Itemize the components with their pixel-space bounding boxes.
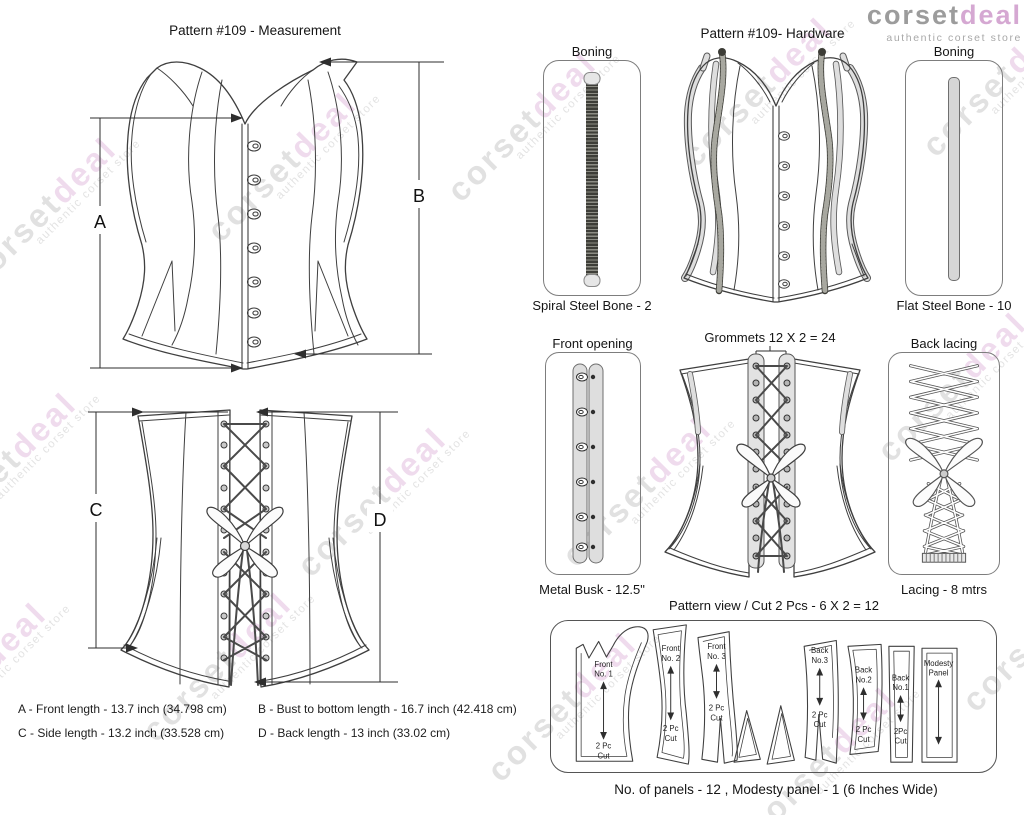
brand-logo: corsetdeal authentic corset store — [830, 0, 1022, 51]
piece-cut: Cut — [895, 737, 908, 746]
flat-bone-bands — [681, 52, 871, 282]
piece-cut: Cut — [665, 734, 678, 743]
label-b: B — [413, 186, 425, 206]
watermark-text-pink: deal — [0, 594, 54, 676]
pattern-pieces-box: Front No. 1 2 Pc Cut Front No. 2 2 Pc Cu… — [550, 620, 997, 773]
hardware-corset-outline — [683, 57, 869, 303]
metal-busk-drawing — [572, 363, 604, 564]
label-a: A — [94, 212, 106, 232]
pattern-view-title: Pattern view / Cut 2 Pcs - 6 X 2 = 12 — [669, 598, 879, 613]
piece-label: Modesty — [924, 659, 954, 668]
brand-name-pink: deal — [959, 0, 1022, 30]
flat-steel-bone — [948, 77, 960, 281]
spiral-bones — [710, 48, 834, 295]
piece-cut: 2 Pc — [596, 742, 612, 751]
piece-label: Back — [811, 646, 828, 655]
label-d: D — [374, 510, 387, 530]
hardware-corset-diagram — [681, 48, 871, 303]
pattern-piece-outlines — [575, 624, 958, 765]
piece-cut: 2 Pc — [663, 724, 679, 733]
hardware-title: Pattern #109- Hardware — [700, 26, 845, 41]
back-lacing-laces — [223, 423, 267, 686]
spiral-bone-caption: Spiral Steel Bone - 2 — [532, 298, 652, 313]
spiral-bone-cap-top — [583, 72, 601, 85]
piece-label: Back — [892, 673, 909, 682]
lacing-drawing — [904, 364, 984, 563]
front-view-measurement-diagram: A B — [88, 57, 444, 373]
grommet-corset-diagram — [664, 346, 876, 578]
label-a-bg — [88, 206, 112, 234]
lacing-caption: Lacing - 8 mtrs — [901, 582, 987, 597]
piece-cut: 2 Pc — [812, 710, 828, 719]
piece-label: No. 2 — [661, 654, 680, 663]
piece-cut: Cut — [597, 751, 610, 760]
piece-label: No.3 — [812, 656, 828, 665]
boning-right-label: Boning — [933, 44, 975, 59]
back-corset-outline — [120, 409, 370, 688]
piece-label: No.2 — [855, 675, 871, 684]
piece-cut: 2Pc — [894, 727, 908, 736]
label-c-bg — [83, 494, 108, 522]
spec-side-length: C - Side length - 13.2 inch (33.528 cm) — [18, 726, 225, 740]
watermark-text-gray: corset — [439, 99, 549, 209]
back-lacing-label: Back lacing — [910, 336, 978, 351]
piece-label: Panel — [929, 669, 949, 678]
measurement-title: Pattern #109 - Measurement — [169, 23, 341, 38]
grommet-laces — [755, 365, 788, 573]
label-c: C — [90, 500, 103, 520]
label-b-bg — [407, 180, 432, 208]
grommets-label: Grommets 12 X 2 = 24 — [704, 330, 836, 345]
piece-label: Back — [855, 666, 872, 675]
metal-busk-caption: Metal Busk - 12.5" — [539, 582, 645, 597]
grommet-corset-outline — [664, 358, 876, 578]
spec-front-length: A - Front length - 13.7 inch (34.798 cm) — [18, 702, 227, 716]
pattern-footer: No. of panels - 12 , Modesty panel - 1 (… — [614, 782, 938, 797]
busk-hooks — [576, 372, 596, 552]
spiral-steel-bone — [586, 77, 598, 281]
pattern-piece-labels: Front No. 1 2 Pc Cut Front No. 2 2 Pc Cu… — [594, 642, 953, 760]
grommet-lacing-bow — [736, 443, 806, 508]
piece-cut: 2 Pc — [856, 725, 872, 734]
piece-label: Front — [662, 644, 681, 653]
watermark-text-gray: corset — [0, 439, 29, 549]
piece-cut: Cut — [814, 720, 827, 729]
brand-tagline: authentic corset store — [886, 32, 1022, 44]
label-d-bg — [367, 504, 393, 532]
flat-bone-caption: Flat Steel Bone - 10 — [896, 298, 1012, 313]
lacing-box — [888, 352, 1000, 575]
piece-cut: Cut — [858, 735, 871, 744]
measure-line-a — [90, 113, 243, 373]
lacing-bow-detail — [904, 437, 984, 507]
piece-label: No. 1 — [594, 670, 613, 679]
brand-name-gray: corset — [866, 0, 960, 30]
hardware-busk-loops — [778, 131, 790, 289]
lacing-lattice-fill — [909, 364, 979, 557]
grain-arrows — [600, 663, 942, 745]
piece-label: Front — [707, 642, 726, 651]
measure-line-d — [254, 407, 398, 687]
front-opening-label: Front opening — [552, 336, 633, 351]
busk-loops — [246, 140, 262, 348]
front-corset-outline — [122, 58, 368, 370]
piece-label: No.1 — [892, 683, 908, 692]
spec-back-length: D - Back length - 13 inch (33.02 cm) — [258, 726, 451, 740]
piece-cut: Cut — [710, 713, 723, 722]
lacing-gathered-end — [921, 552, 967, 563]
measure-line-c — [88, 407, 228, 653]
flat-bone-box — [905, 60, 1003, 296]
back-view-measurement-diagram: C D — [83, 407, 398, 688]
piece-label: Front — [594, 660, 613, 669]
piece-cut: 2 Pc — [709, 704, 725, 713]
brand-logo-text: corsetdeal — [830, 0, 1022, 30]
spiral-bone-box — [543, 60, 641, 296]
metal-busk-box — [545, 352, 641, 575]
flat-bones-back — [687, 371, 853, 435]
watermark-text-gray: corset — [0, 184, 69, 294]
lacing-bow — [206, 506, 284, 578]
spiral-bone-cap-bottom — [583, 274, 601, 287]
boning-left-label: Boning — [571, 44, 613, 59]
spec-bust-length: B - Bust to bottom length - 16.7 inch (4… — [258, 702, 517, 716]
piece-label: No. 3 — [707, 652, 726, 661]
pattern-pieces-drawing: Front No. 1 2 Pc Cut Front No. 2 2 Pc Cu… — [575, 624, 958, 765]
